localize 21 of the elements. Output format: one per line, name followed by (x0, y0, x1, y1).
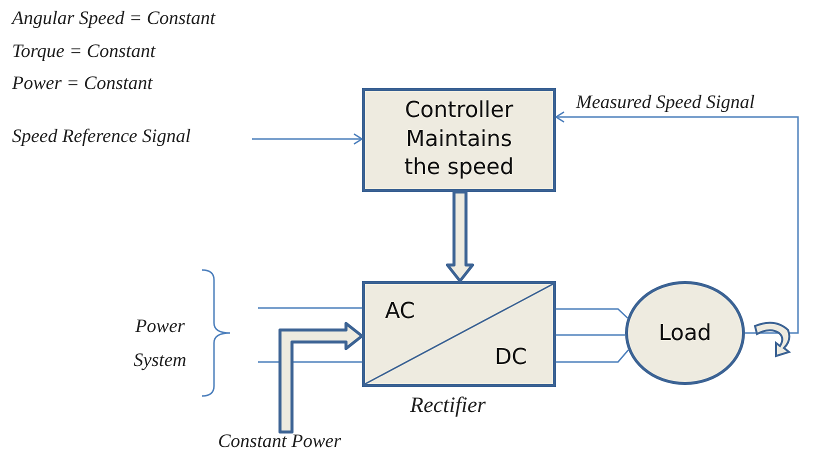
box-text: AC (385, 300, 416, 324)
edge-label: Measured Speed Signal (574, 92, 757, 114)
node-text: Constant Power (218, 432, 341, 453)
circle-text: Load (658, 320, 712, 346)
hollow-arrow (446, 190, 474, 282)
connector-line (556, 350, 629, 363)
box-text: Controller Maintains the speed (403, 97, 515, 182)
node-text: Power System (132, 315, 188, 373)
node-caption: Rectifier (410, 392, 486, 418)
connector-line (556, 308, 628, 319)
connector-line (258, 307, 362, 309)
equation-text: Power = Constant (12, 73, 153, 95)
equation-text: Angular Speed = Constant (12, 8, 216, 30)
controller-box (362, 88, 556, 192)
node-text: Speed Reference Signal (12, 127, 191, 148)
arrow (555, 111, 799, 334)
box-text: DC (494, 346, 527, 370)
arrow (252, 133, 363, 145)
equation-text: Torque = Constant (12, 41, 156, 63)
hollow-arrow (278, 322, 364, 434)
connector-line (556, 334, 626, 336)
